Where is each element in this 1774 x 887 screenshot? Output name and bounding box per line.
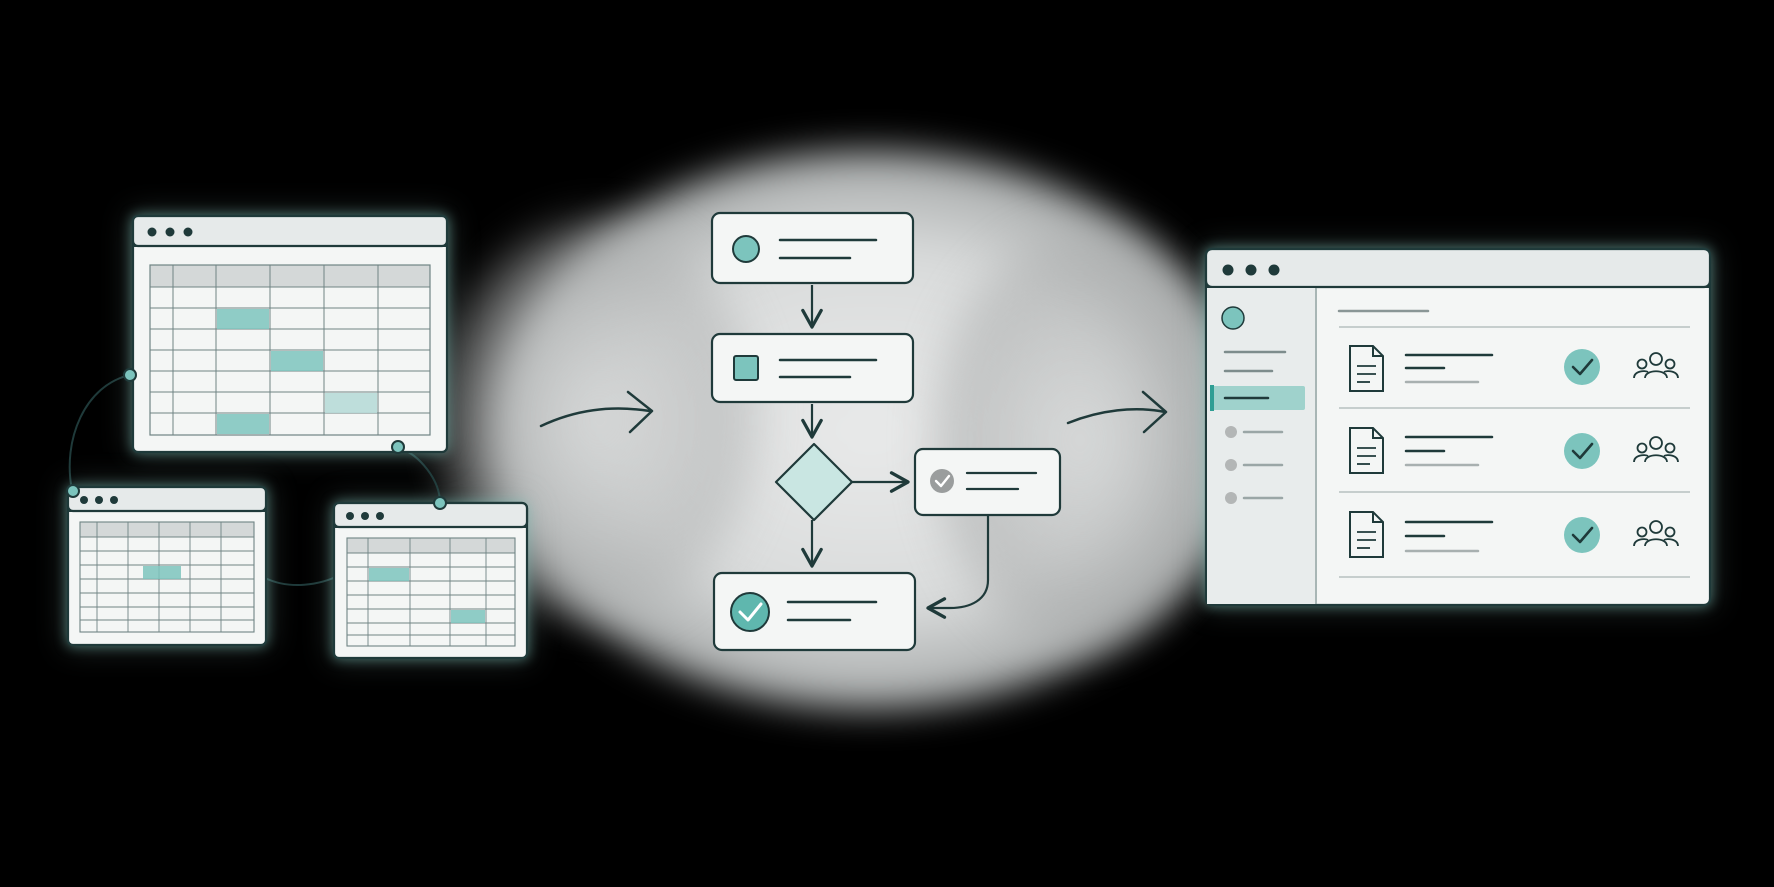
- check-icon: [1564, 349, 1600, 385]
- window-controls-icon: [80, 496, 118, 504]
- workflow-step-start: [710, 211, 915, 285]
- check-icon: [930, 469, 954, 493]
- arrow-right-icon: [626, 390, 654, 434]
- window-controls-icon: [147, 227, 193, 237]
- window-controls-icon: [1222, 264, 1280, 276]
- workflow-step-approval: [913, 447, 1062, 517]
- highlighted-cell: [451, 610, 485, 623]
- check-icon: [730, 592, 770, 632]
- sidebar-item[interactable]: [1225, 492, 1284, 504]
- workflow-diagram: [710, 211, 1062, 652]
- users-group-icon: [1633, 520, 1679, 547]
- document-icon: [1349, 427, 1384, 474]
- task-square-icon: [733, 355, 759, 381]
- check-icon: [1564, 433, 1600, 469]
- document-icon: [1349, 511, 1384, 558]
- linked-spreadsheets: [66, 214, 529, 660]
- highlighted-cell: [217, 309, 269, 329]
- spreadsheet-grid: [346, 537, 516, 647]
- highlighted-cell: [143, 566, 181, 579]
- check-icon: [1564, 517, 1600, 553]
- users-group-icon: [1633, 436, 1679, 463]
- connector-line: [397, 446, 441, 504]
- workflow-decision: [774, 442, 854, 522]
- sidebar-item[interactable]: [1225, 426, 1284, 438]
- spreadsheet-grid: [79, 521, 255, 633]
- highlighted-cell: [217, 414, 269, 434]
- list-item[interactable]: [1339, 345, 1690, 409]
- arrow-right-icon: [539, 407, 652, 428]
- cloud-backdrop-right: [930, 230, 1230, 650]
- spreadsheet-window-small-left: [66, 485, 268, 647]
- status-dot-icon: [732, 235, 760, 263]
- sidebar: [1207, 288, 1317, 604]
- spreadsheet-grid: [149, 264, 431, 436]
- connector-line: [264, 574, 341, 586]
- window-controls-icon: [346, 512, 384, 520]
- highlighted-cell: [325, 393, 377, 413]
- avatar: [1221, 306, 1245, 330]
- arrow-right-icon: [1066, 408, 1167, 425]
- spreadsheet-window-small-right: [332, 501, 529, 660]
- sidebar-item[interactable]: [1225, 459, 1284, 471]
- workflow-step-complete: [712, 571, 917, 652]
- flow-arrow: [926, 516, 990, 619]
- users-group-icon: [1633, 352, 1679, 379]
- workflow-step-process: [710, 332, 915, 404]
- highlighted-cell: [369, 568, 409, 581]
- arrow-right-icon: [1141, 390, 1168, 434]
- connector-node: [66, 368, 447, 510]
- list-item[interactable]: [1339, 511, 1690, 578]
- main-content: [1337, 309, 1690, 578]
- document-icon: [1349, 345, 1384, 392]
- list-item[interactable]: [1339, 427, 1690, 493]
- highlighted-cell: [271, 351, 323, 371]
- spreadsheet-window-main: [131, 214, 449, 454]
- connector-line: [68, 374, 131, 491]
- app-dashboard: [1204, 247, 1712, 607]
